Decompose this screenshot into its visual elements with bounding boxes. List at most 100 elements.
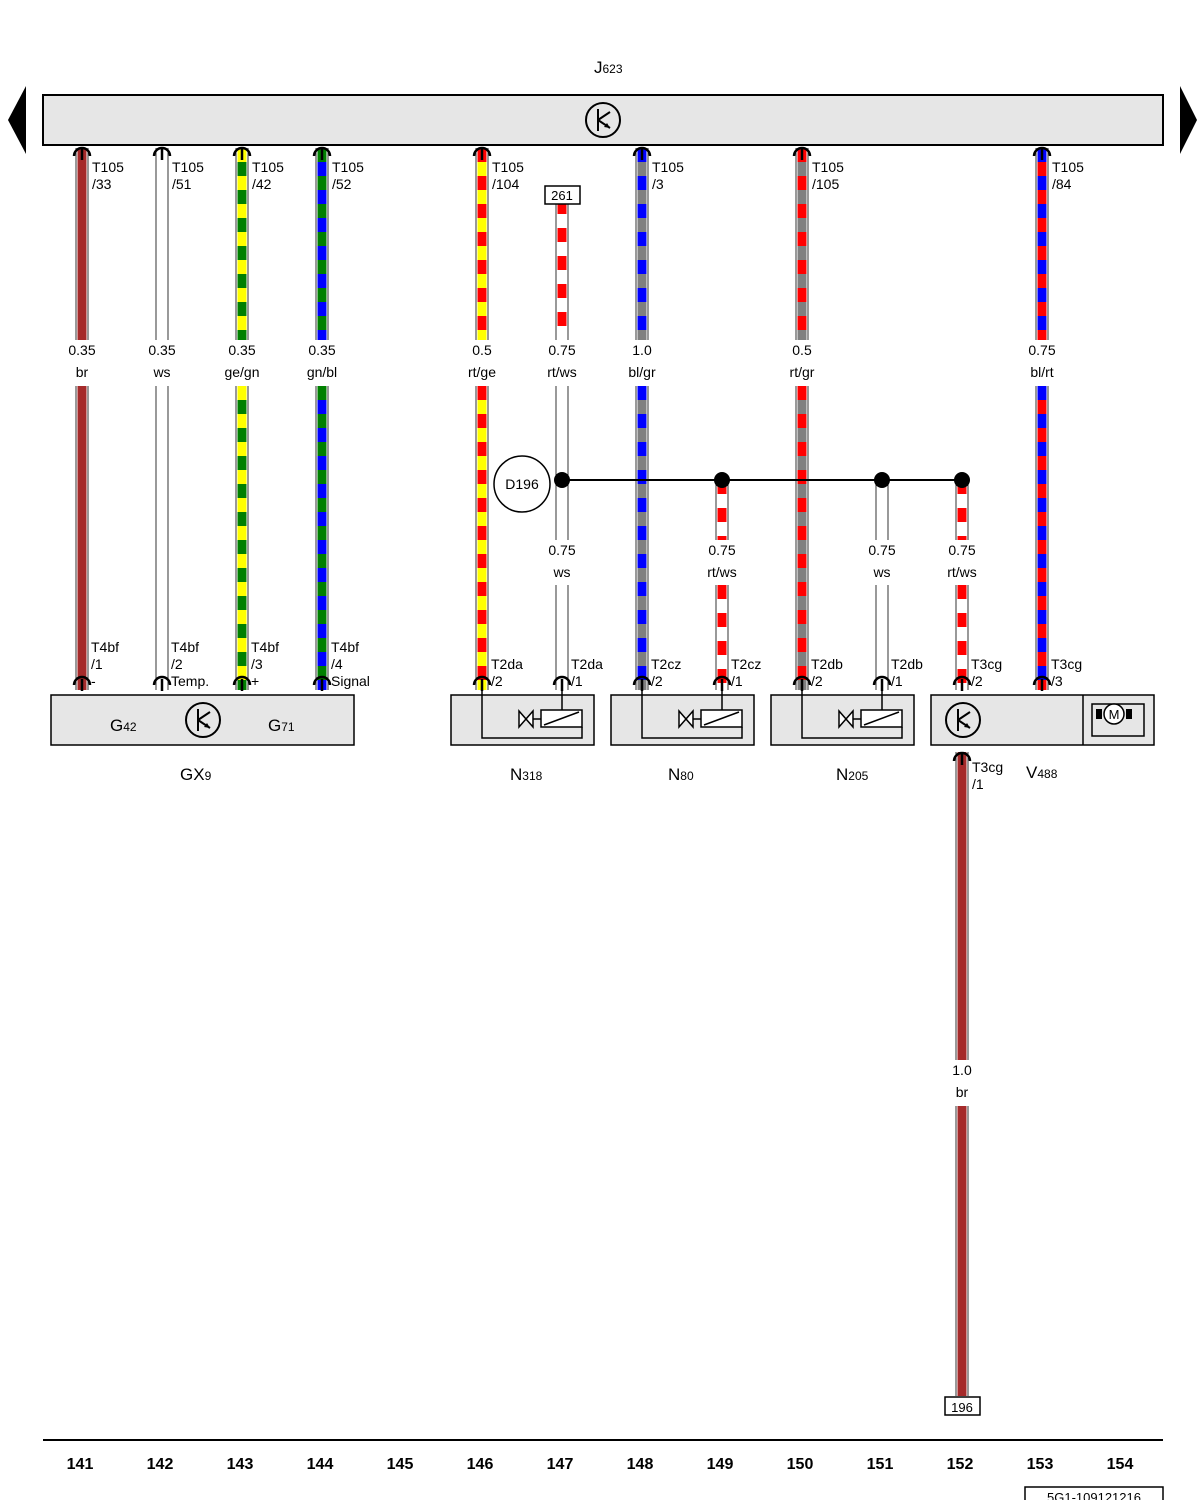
header-pin-number: /3 <box>652 176 664 192</box>
column-number: 145 <box>387 1456 414 1473</box>
wire-stripe <box>317 568 327 582</box>
component-pin-label: T2cz <box>731 656 761 672</box>
connector-ref-196[interactable]: 196 <box>944 1396 981 1416</box>
wire-size-label: 0.5 <box>792 342 812 358</box>
wire-stripe <box>237 512 247 526</box>
wire-stripe <box>477 330 487 340</box>
wire-labels: 0.35br0.35ws0.35ge/gn0.35gn/bl0.5rt/ge0.… <box>68 342 1055 1100</box>
component-pin-number: /2 <box>491 673 503 689</box>
v488-label: V488 <box>1026 763 1058 782</box>
wire-stripe <box>717 494 727 508</box>
wire-stripe <box>477 274 487 288</box>
wire-stripe <box>637 400 647 414</box>
wire-stripe <box>317 456 327 470</box>
svg-text:D196: D196 <box>505 476 539 492</box>
nav-right-arrow[interactable] <box>1180 86 1197 154</box>
header-pin-label: T105 <box>812 159 844 175</box>
header-pin-number: /33 <box>92 176 112 192</box>
column-number: 142 <box>147 1456 174 1473</box>
wire-stripe <box>317 190 327 204</box>
wire-stripe <box>477 456 487 470</box>
wire-size-label: 0.75 <box>548 342 575 358</box>
connector-symbol <box>872 675 892 686</box>
wire-size-label: 0.75 <box>1028 342 1055 358</box>
column-number: 146 <box>467 1456 494 1473</box>
wire-stripe <box>637 596 647 610</box>
wire-stripe <box>1037 456 1047 470</box>
wire-stripe <box>477 540 487 554</box>
wire-stripe <box>797 162 807 176</box>
wire-stripe <box>237 190 247 204</box>
wire-stripe <box>637 540 647 554</box>
wire-color-label: rt/ge <box>468 364 496 380</box>
wire-stripe <box>637 456 647 470</box>
nav-left-arrow[interactable] <box>8 86 26 154</box>
component-pin-label: T4bf <box>91 639 119 655</box>
wire-stripe <box>797 540 807 554</box>
wire-core <box>77 148 87 340</box>
wire-stripe <box>477 428 487 442</box>
column-number: 152 <box>947 1456 974 1473</box>
wire-stripe <box>237 568 247 582</box>
header-pin-number: /51 <box>172 176 192 192</box>
header-pin-label: T105 <box>1052 159 1084 175</box>
column-number: 143 <box>227 1456 254 1473</box>
column-number: 148 <box>627 1456 654 1473</box>
wire-stripe <box>477 624 487 638</box>
wire-core <box>477 386 487 690</box>
wire-stripe <box>797 512 807 526</box>
component-pin-number: /3 <box>1051 673 1063 689</box>
header-pin-label: T105 <box>492 159 524 175</box>
wire-core <box>1037 386 1047 690</box>
column-number: 154 <box>1107 1456 1134 1473</box>
motor-icon: M <box>1096 703 1132 725</box>
component-pin-number: /1 <box>91 656 103 672</box>
wire-stripe <box>1037 218 1047 232</box>
wire-stripe <box>1037 540 1047 554</box>
wire-stripe <box>477 190 487 204</box>
g42-label: G42 <box>110 716 137 735</box>
wire-core <box>237 386 247 690</box>
connector-symbol <box>952 675 972 686</box>
component-pin-label: T2da <box>571 656 603 672</box>
wire-stripe <box>1037 400 1047 414</box>
component-pin-function: Temp. <box>171 673 209 689</box>
wire-size-label: 0.35 <box>228 342 255 358</box>
wire-stripe <box>317 428 327 442</box>
component-pin-number: /1 <box>571 673 583 689</box>
wire-stripe <box>317 246 327 260</box>
wire-stripe <box>637 190 647 204</box>
wire-stripe <box>957 655 967 669</box>
connector-symbol <box>232 675 252 686</box>
component-pin-function: Signal <box>331 673 370 689</box>
wire-core <box>157 386 167 690</box>
wire-color-label: gn/bl <box>307 364 337 380</box>
connector-ref-261[interactable]: 261 <box>544 185 581 205</box>
wire-stripe <box>957 522 967 536</box>
wire-stripe <box>317 218 327 232</box>
n318-valve <box>450 690 595 746</box>
g71-label: G71 <box>268 716 295 735</box>
header-pin-label: T105 <box>252 159 284 175</box>
wire-stripe <box>237 400 247 414</box>
wire-size-label: 1.0 <box>632 342 652 358</box>
wire-stripe <box>477 218 487 232</box>
connector-symbol <box>552 675 572 686</box>
wire-stripe <box>557 214 567 228</box>
component-pin-label: T2cz <box>651 656 681 672</box>
wire-color-label: br <box>956 1084 969 1100</box>
n80-valve <box>610 690 755 746</box>
wire-core <box>1037 148 1047 340</box>
wire-size-label: 0.75 <box>548 542 575 558</box>
pump-pin-number: /1 <box>972 776 984 792</box>
wire-stripe <box>1037 246 1047 260</box>
column-number: 141 <box>67 1456 94 1473</box>
wire-color-label: rt/gr <box>790 364 815 380</box>
wire-stripe <box>957 494 967 508</box>
column-number: 153 <box>1027 1456 1054 1473</box>
header-pin-number: /104 <box>492 176 519 192</box>
wire-stripe <box>1037 428 1047 442</box>
svg-text:5G1-109121216: 5G1-109121216 <box>1047 1490 1141 1500</box>
component-pin-number: /1 <box>731 673 743 689</box>
